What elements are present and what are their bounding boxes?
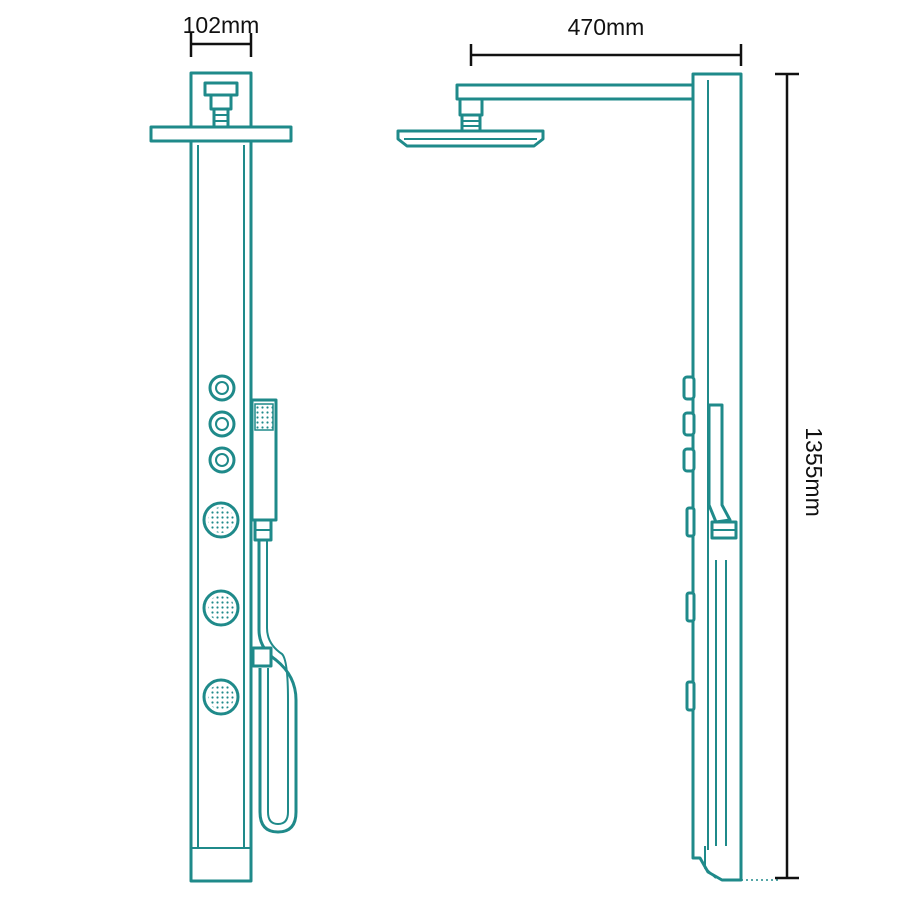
front-arm-joint: [209, 93, 233, 111]
hand-shower-spray-face: [254, 403, 274, 431]
front-rain-shower-head: [149, 125, 293, 143]
side-control-knob-1: [682, 375, 696, 401]
front-hose-inner: [266, 540, 289, 826]
side-body-jet-2: [685, 591, 696, 623]
side-shower-arm: [455, 83, 695, 101]
control-knob-2-center: [215, 417, 229, 431]
control-knob-2: [208, 410, 236, 438]
side-arm-drop: [458, 97, 484, 117]
side-hand-shower: [707, 403, 732, 524]
control-knob-3-center: [215, 453, 229, 467]
side-control-knob-2: [682, 411, 696, 437]
side-control-knobs: [682, 375, 696, 473]
front-hand-shower: [250, 398, 278, 542]
width-dimension: 102mm: [183, 12, 260, 57]
front-arm-bracket: [203, 81, 239, 97]
side-body-jet-1: [685, 506, 696, 538]
side-panel-foot: [704, 846, 717, 879]
height-dimension: 1355mm: [775, 72, 827, 880]
body-jet-1-nozzles: [208, 507, 234, 533]
front-body-jets: [202, 501, 240, 716]
reach-dimension: 470mm: [469, 14, 743, 66]
body-jet-2-nozzles: [208, 595, 234, 621]
front-view: 102mm: [149, 12, 298, 883]
control-knob-1: [208, 374, 236, 402]
height-label: 1355mm: [801, 427, 827, 516]
side-control-knob-3: [682, 447, 696, 473]
front-shower-neck: [212, 107, 230, 129]
side-body-jets: [685, 506, 696, 712]
front-panel-body: [189, 71, 253, 883]
body-jet-3-nozzles: [208, 684, 234, 710]
front-control-knobs: [208, 374, 236, 474]
side-body-jet-3: [685, 680, 696, 712]
front-hose-wall-connector: [251, 646, 273, 668]
width-label: 102mm: [183, 12, 260, 38]
side-shower-neck: [460, 113, 482, 133]
reach-label: 470mm: [568, 14, 645, 40]
control-knob-3: [208, 446, 236, 474]
front-hose-outer: [257, 540, 298, 834]
side-view: 470mm: [396, 14, 827, 882]
control-knob-1-center: [215, 381, 229, 395]
